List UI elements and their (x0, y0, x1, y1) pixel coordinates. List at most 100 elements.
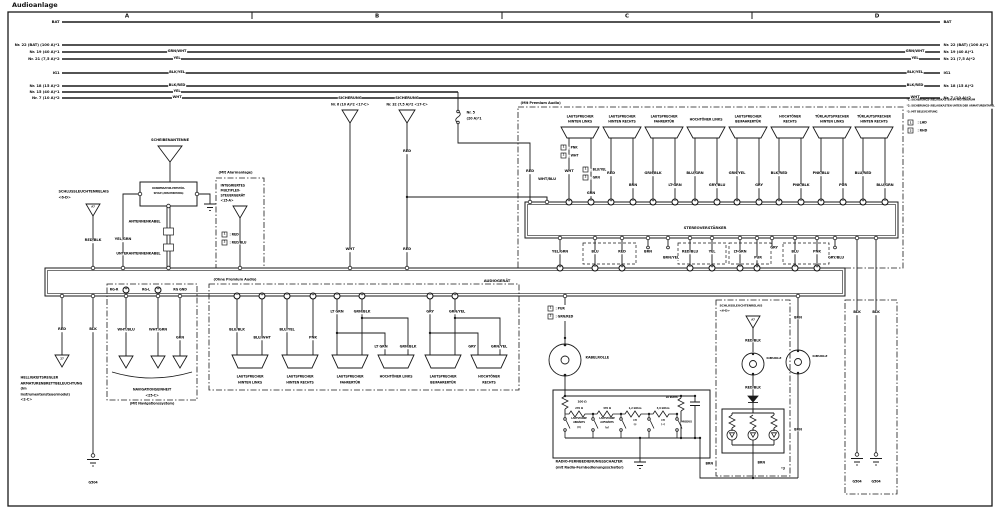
res-270: 270 Ω (574, 406, 584, 410)
diagram-title: Audioanlage (12, 1, 58, 9)
rail-bat-right: BAT (943, 19, 952, 25)
sw1-2: ABWÄRTS (572, 420, 586, 425)
ohne-wire-7: GRY (425, 309, 435, 314)
antenna-coil-1: KONDENSATOR-ENTSTÖR- (151, 186, 186, 191)
ohne-wire-2: BLU/WHT (252, 335, 272, 340)
amp-term-13: + (817, 198, 825, 206)
ohne-wire-8: GRN/YEL (448, 309, 466, 314)
reel3-wire-b: BRN (793, 427, 803, 432)
alarm-leg1-num: 1 (223, 232, 226, 236)
fuse1-name: SICHERUNG (337, 95, 363, 101)
nav-box-name: (Mit Navigationssystem) (129, 401, 175, 406)
spk6-name-2: RECHTS (782, 119, 798, 124)
ospk1-name-1: LAUTSPRECHER (236, 374, 264, 379)
spk7-wire-r: PUR (838, 183, 848, 188)
dimmer-1: HELLIGKEITSREGLER (20, 375, 59, 380)
sw2-2: AUFWÄRTS (599, 420, 615, 425)
head-term-5: + (708, 264, 716, 272)
legend-lhd: : LHD (917, 119, 928, 125)
ospk4-name: HOCHTÖNER LINKS (379, 374, 413, 379)
spk8-wire-r: BLU/GRN (875, 183, 895, 188)
rail-ig1-right: IG1 (943, 70, 951, 76)
head-unit-name: AUDIOGERÄT (483, 278, 511, 284)
spk5-wire-r: GRY (754, 183, 764, 188)
res-100: 100 Ω (577, 399, 587, 404)
imx-4: <15-A> (220, 198, 234, 203)
alarm-leg1: : RED (229, 231, 240, 237)
mid-leg1: : PUR (555, 305, 566, 311)
dimmer-2: ARMATURENBRETTBELEUCHTUNG (20, 380, 83, 386)
amp-out-pnk: PNK (812, 249, 822, 254)
ohne-wire-1: BLU/BLK (228, 327, 246, 332)
spk6-wire-l: BLK/RED (770, 171, 788, 176)
amp-out-red: RED (617, 249, 627, 254)
res-1200: 1,2 kOhm (628, 406, 642, 410)
led-brn: BRN (757, 460, 766, 465)
wire-blkyel-right: BLK/YEL (906, 70, 924, 75)
wire-blkred-right: BLK/RED (906, 83, 924, 88)
fuse5-name: Nr. 5 (466, 110, 476, 115)
spk1-leg1: : PNK (568, 144, 579, 150)
amp-term-11: + (775, 198, 783, 206)
fuse2-ref: Nr. 32 (7,5 A)*2 <17-C> (385, 102, 429, 107)
remote-name-2: (mit Radio-Fernbedienungsschalter) (555, 465, 625, 470)
amp-term-5: + (649, 198, 657, 206)
amp-term-7: + (691, 198, 699, 206)
fuse5-rating: (20 A)*1 (466, 116, 482, 121)
amp-out-ltgrn: LT-GRN (733, 249, 747, 254)
spk2-wire-r: BRN (628, 183, 638, 188)
sw4-1: CH (660, 418, 666, 422)
footnote-1: *1: SICHERUNGS-/RELAISKASTEN IM MOTORRAU… (906, 98, 976, 103)
antenna-subcable: UNTERANTENNENKABEL (115, 251, 161, 256)
ohne-wire-12: GRN/YEL (490, 344, 508, 349)
legend-rhd-num: 2 (909, 128, 912, 133)
res-10k: 10 kOhm (665, 395, 678, 399)
imx-2: MULTIPLEX- (220, 188, 241, 193)
spk7-name-2: HINTEN LINKS (819, 119, 845, 124)
ospk5-name-2: BEIFAHRERTÜR (429, 379, 457, 385)
res-3900: 3,9 kOhm (656, 406, 670, 410)
sw3-2: (-) (633, 422, 637, 427)
head-term-9: + (813, 264, 821, 272)
wire-yel-right: YEL (910, 56, 920, 61)
head-term-1: + (556, 264, 564, 272)
ospk2-name-2: HINTEN RECHTS (285, 379, 315, 385)
rg-r-term: + (122, 286, 130, 294)
amp-term-8: − (713, 198, 721, 206)
spk3-wire-r: LT-GRN (667, 183, 683, 188)
wire-blkyel-left: BLK/YEL (168, 70, 186, 75)
spk2-name-1: LAUTSPRECHER (608, 113, 636, 119)
ohne-wire-4: PNK (308, 335, 318, 340)
reel1-name: KABELROLLE (585, 355, 610, 360)
ground-1: G504 (87, 480, 99, 485)
wire-wht-right: WHT (909, 95, 921, 100)
spk1-leg2-num: 2 (562, 153, 565, 157)
imx-1: INTEGRIERTES (220, 183, 246, 188)
imx-3: STEUERGERÄT (220, 193, 246, 198)
amp-out-blu: BLU (590, 249, 600, 254)
nav-wire-1: WHT/BLU (116, 327, 136, 332)
relay2-ref: <6-D> (719, 308, 731, 312)
reel3-wire-a: BRN (793, 315, 803, 320)
sw1-3: (▼) (576, 425, 582, 429)
wire-blk-2: BLK (871, 310, 881, 315)
amp-out-blu2: BLU (790, 249, 800, 254)
rail-f7-left: Nr. 7 (10 A)*2 (31, 95, 60, 101)
wire-grnwht-left: GRN/WHT (167, 49, 187, 54)
amp-name: STEREOVERSTÄRKER (683, 225, 727, 231)
amp-term-15: + (859, 198, 867, 206)
spk6-wire-r: PNK/BLK (792, 183, 810, 188)
ospk5-name-1: LAUTSPRECHER (429, 374, 457, 379)
wire-yel2-left: YEL (172, 89, 182, 94)
spk4-wire-r: GRY/BLU (708, 183, 726, 188)
fuse2-wire-a: RED (402, 149, 412, 154)
wire-grnwht-right: GRN/WHT (905, 49, 925, 54)
wire-blkred-left: BLK/RED (168, 83, 186, 88)
rail-f21-left: Nr. 21 (7,5 A)*2 (27, 56, 60, 62)
mid-leg1-num: 1 (549, 306, 552, 310)
spk1-leg3-num: 1 (584, 167, 587, 171)
spk1-leg3: : BLU/YEL (590, 166, 607, 172)
amp-out-brnyel: BRN/YEL (662, 255, 680, 260)
amp-term-10: − (755, 198, 763, 206)
